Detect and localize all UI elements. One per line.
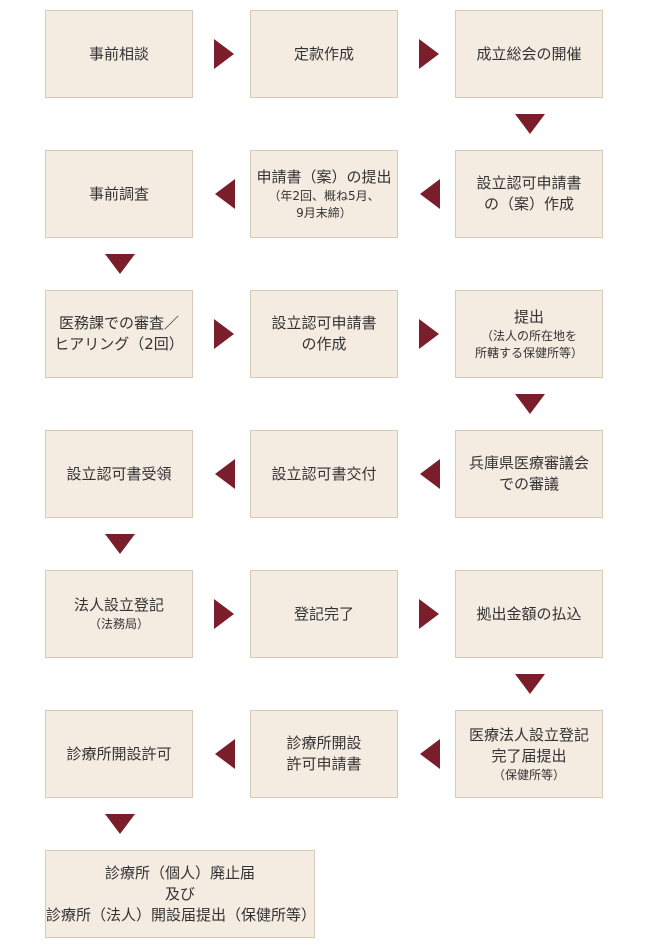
step-label-line: （保健所等）	[492, 767, 565, 782]
step-label-line: 事前調査	[88, 184, 149, 203]
flow-step-17: 診療所開設許可申請書	[250, 710, 398, 798]
step-label-line: での審議	[498, 475, 559, 493]
step-label-line: 完了届提出	[491, 746, 567, 765]
arrow-right-icon	[419, 39, 439, 69]
flow-step-8: 設立認可申請書の作成	[250, 290, 398, 378]
arrow-down-icon	[515, 674, 545, 694]
arrow-right-icon	[419, 599, 439, 629]
flow-step-2: 定款作成	[250, 10, 398, 98]
step-label-line: ヒアリング（2回）	[54, 335, 184, 353]
arrow-left-icon	[420, 459, 440, 489]
flow-step-4: 設立認可申請書の（案）作成	[455, 150, 603, 238]
arrow-down-icon	[105, 254, 135, 274]
step-label-line: 9月末締）	[296, 205, 352, 220]
arrow-right-icon	[214, 319, 234, 349]
flow-step-9: 提出 （法人の所在地を所轄する保健所等）	[455, 290, 603, 378]
arrow-left-icon	[215, 179, 235, 209]
step-label-line: 提出	[513, 307, 544, 326]
step-label-line: （法人の所在地を	[480, 328, 577, 343]
step-label-line: 設立認可申請書	[271, 314, 377, 332]
arrow-down-icon	[105, 814, 135, 834]
step-label-line: 医務課での審査／	[58, 314, 179, 332]
step-label-line: 医療法人設立登記	[468, 725, 589, 744]
step-label-line: 診療所（個人）廃止届	[104, 863, 255, 882]
step-label-line: の（案）作成	[483, 195, 574, 213]
step-label-line: 兵庫県医療審議会	[468, 454, 589, 472]
step-label-line: 定款作成	[293, 44, 354, 63]
step-label-line: 拠出金額の払込	[476, 604, 582, 623]
arrow-left-icon	[215, 459, 235, 489]
flow-step-6: 事前調査	[45, 150, 193, 238]
arrow-left-icon	[420, 739, 440, 769]
step-label-line: （法務局）	[88, 617, 149, 631]
flow-step-3: 成立総会の開催	[455, 10, 603, 98]
step-label-line: 法人設立登記	[73, 596, 164, 614]
step-label-line: 申請書（案）の提出	[256, 167, 392, 186]
flow-step-1: 事前相談	[45, 10, 193, 98]
arrow-down-icon	[515, 394, 545, 414]
step-label-line: 設立認可申請書	[476, 174, 582, 192]
flow-step-16: 医療法人設立登記完了届提出 （保健所等）	[455, 710, 603, 798]
arrow-right-icon	[214, 39, 234, 69]
flow-step-7: 医務課での審査／ ヒアリング（2回）	[45, 290, 193, 378]
arrow-down-icon	[515, 114, 545, 134]
step-label-line: 設立認可書交付	[271, 464, 377, 483]
flow-step-5: 申請書（案）の提出 （年2回、概ね5月、 9月末締）	[250, 150, 398, 238]
arrow-right-icon	[214, 599, 234, 629]
step-label-line: 及び	[164, 884, 195, 903]
arrow-left-icon	[420, 179, 440, 209]
step-label-line: 許可申請書	[286, 755, 362, 773]
step-label-line: 事前相談	[88, 44, 149, 63]
step-label-line: 登記完了	[293, 604, 354, 623]
flow-step-19: 診療所（個人）廃止届及び診療所（法人）開設届提出（保健所等）	[45, 850, 317, 938]
arrow-down-icon	[105, 534, 135, 554]
flow-step-14: 登記完了	[250, 570, 398, 658]
flow-step-10: 兵庫県医療審議会での審議	[455, 430, 603, 518]
step-label-line: 診療所開設許可	[66, 744, 172, 763]
flow-step-13: 法人設立登記 （法務局）	[45, 570, 193, 658]
flow-step-12: 設立認可書受領	[45, 430, 193, 518]
flow-step-11: 設立認可書交付	[250, 430, 398, 518]
step-label-line: （年2回、概ね5月、	[268, 188, 380, 203]
arrow-left-icon	[215, 739, 235, 769]
step-label-line: 診療所（法人）開設届提出（保健所等）	[46, 905, 317, 924]
flow-step-18: 診療所開設許可	[45, 710, 193, 798]
arrow-right-icon	[419, 319, 439, 349]
step-label-line: 診療所開設	[286, 734, 362, 752]
step-label-line: の作成	[301, 335, 347, 353]
step-label-line: 設立認可書受領	[66, 464, 172, 483]
step-label-line: 所轄する保健所等）	[474, 345, 583, 360]
step-label-line: 成立総会の開催	[476, 44, 582, 63]
flow-step-15: 拠出金額の払込	[455, 570, 603, 658]
